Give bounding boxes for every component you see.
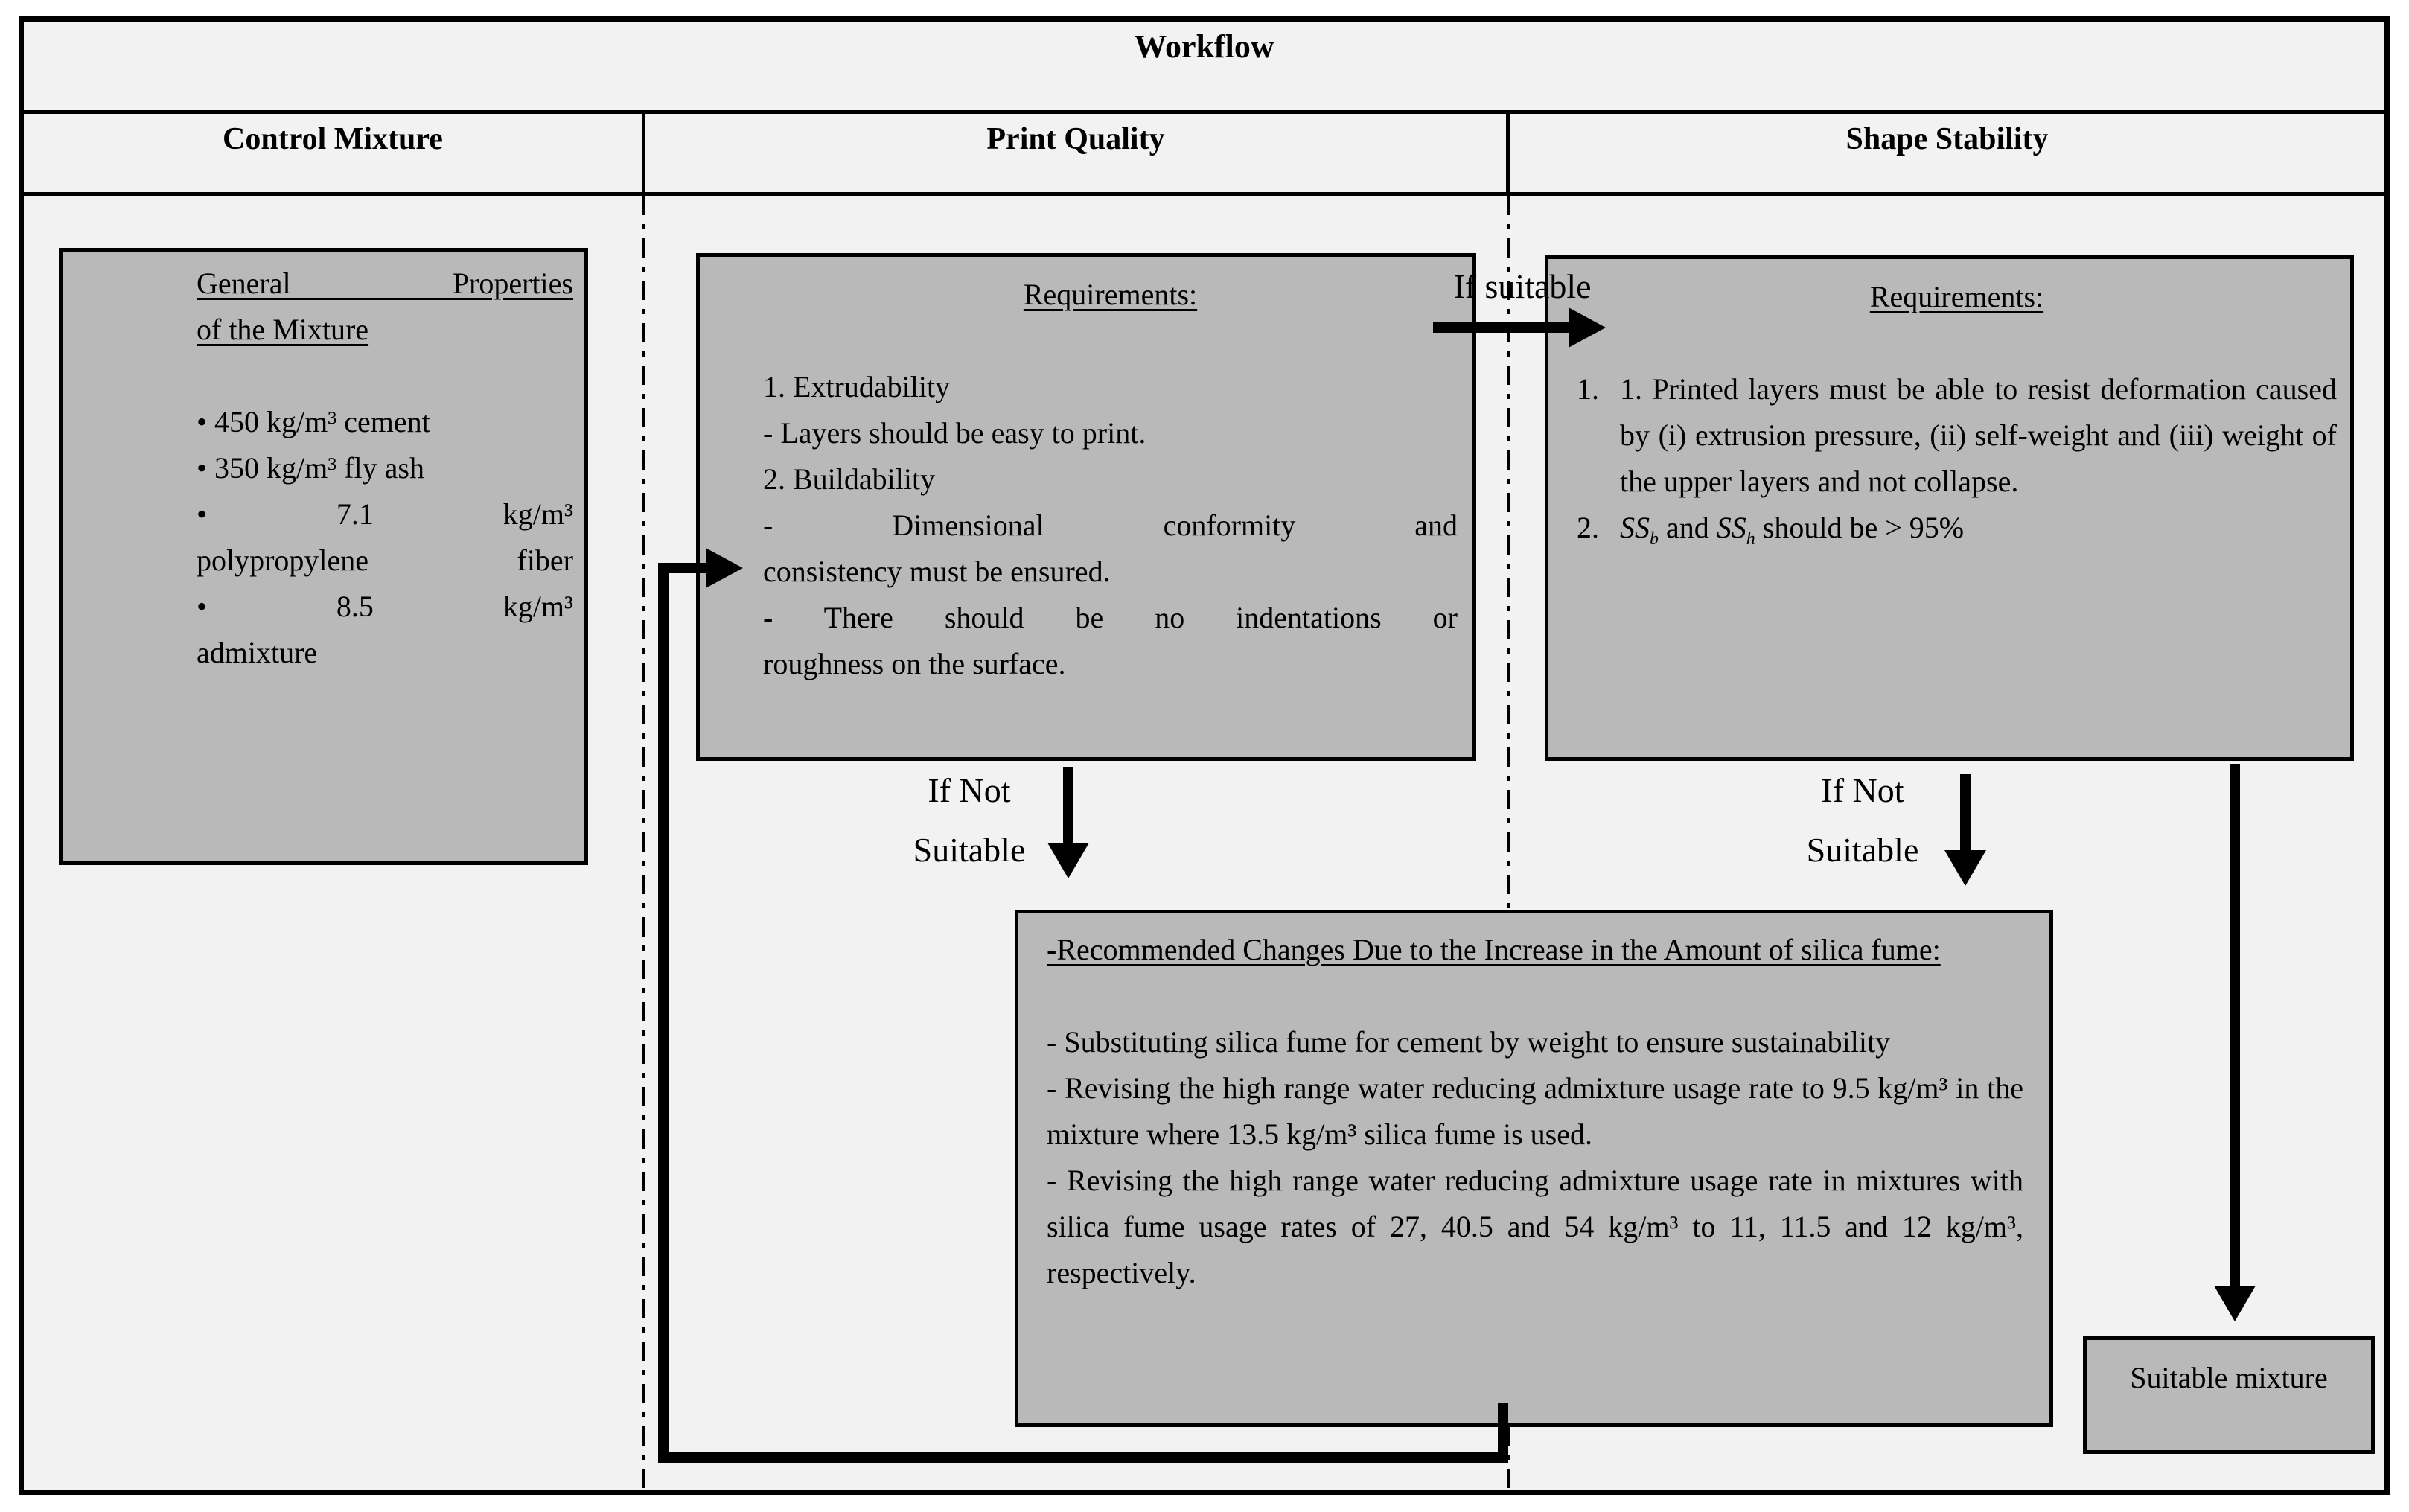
text-line: of the Mixture (197, 313, 369, 346)
text-line: • 350 kg/m³ fly ash (197, 451, 424, 485)
shape-stability-requirements-box: Requirements: 1.1. Printed layers must b… (1545, 255, 2354, 761)
feedback-arrow-head-icon (706, 548, 743, 588)
suitable-arrow-head-icon (2214, 1286, 2256, 1321)
if-not-suitable-label-2: If Not Suitable (1806, 771, 1919, 869)
text-line: - Substituting silica fume for cement by… (1047, 1025, 1891, 1059)
header-column-divider-2 (1506, 114, 1510, 192)
feedback-arrow-vertical-segment (658, 563, 669, 1463)
text-line: • 7.1 kg/m³ (197, 497, 573, 531)
text-line: 1. Extrudability (763, 370, 951, 403)
feedback-arrow-bottom-segment (658, 1452, 1508, 1463)
text-line: - Revising the high range water reducing… (1047, 1164, 2023, 1289)
if-not-suitable-arrow-2-shaft (1960, 774, 1971, 850)
text-line (763, 318, 1458, 364)
text-line: 2. Buildability (763, 462, 936, 496)
if-suitable-arrow-head-icon (1569, 307, 1606, 348)
text-line: 2.SSb and SSh should be > 95% (1577, 511, 1965, 549)
text-line: - Layers should be easy to print. (763, 416, 1146, 450)
text-line: -Recommended Changes Due to the Increase… (1047, 933, 1941, 966)
if-not-suitable-label-1: If Not Suitable (913, 771, 1026, 869)
text-line (1577, 320, 2337, 366)
text-line: General Properties (197, 267, 573, 300)
text-line: Requirements: (1869, 280, 2044, 313)
column-header-shape-stability: Shape Stability (1845, 122, 2049, 156)
title-row-divider (19, 110, 2390, 114)
feedback-arrow-top-segment (658, 563, 707, 573)
text-line: polypropylene fiber (197, 543, 573, 577)
suitable-mixture-box: Suitable mixture (2083, 1336, 2375, 1454)
header-row-divider (19, 192, 2390, 196)
feedback-arrow-drop-segment (1498, 1403, 1508, 1463)
text-line: - Dimensional conformity and (763, 508, 1458, 542)
text-line (1047, 973, 2023, 1019)
if-suitable-label: If suitable (1453, 267, 1592, 305)
text-line: • 8.5 kg/m³ (197, 590, 573, 623)
header-column-divider-1 (642, 114, 645, 192)
column-header-control-mixture: Control Mixture (223, 122, 443, 156)
if-not-suitable-arrow-2-head-icon (1944, 850, 1986, 886)
text-line: consistency must be ensured. (763, 555, 1111, 588)
general-properties-box: General Properties of the Mixture • 450 k… (59, 248, 588, 865)
text-line: 1.1. Printed layers must be able to resi… (1577, 372, 2337, 498)
if-suitable-arrow-shaft (1433, 322, 1569, 333)
print-quality-requirements-box: Requirements: 1. Extrudability - Layers s… (696, 253, 1476, 761)
text-line: - There should be no indentations or (763, 601, 1458, 634)
column-separator-dashdot-2 (1507, 196, 1510, 1491)
text-line: • 450 kg/m³ cement (197, 405, 430, 438)
if-not-suitable-arrow-1-head-icon (1047, 843, 1089, 878)
text-line: - Revising the high range water reducing… (1047, 1071, 2023, 1151)
suitable-arrow-shaft (2230, 764, 2240, 1286)
text-line: roughness on the surface. (763, 647, 1066, 680)
suitable-mixture-label: Suitable mixture (2130, 1361, 2328, 1394)
diagram-title: Workflow (1134, 28, 1274, 65)
recommended-changes-box: -Recommended Changes Due to the Increase… (1015, 910, 2053, 1427)
if-not-suitable-arrow-1-shaft (1063, 767, 1073, 843)
text-line: admixture (197, 636, 318, 669)
column-header-print-quality: Print Quality (986, 122, 1165, 156)
column-separator-dashdot-1 (642, 196, 645, 1491)
text-line (197, 353, 573, 399)
text-line: Requirements: (1023, 278, 1198, 311)
